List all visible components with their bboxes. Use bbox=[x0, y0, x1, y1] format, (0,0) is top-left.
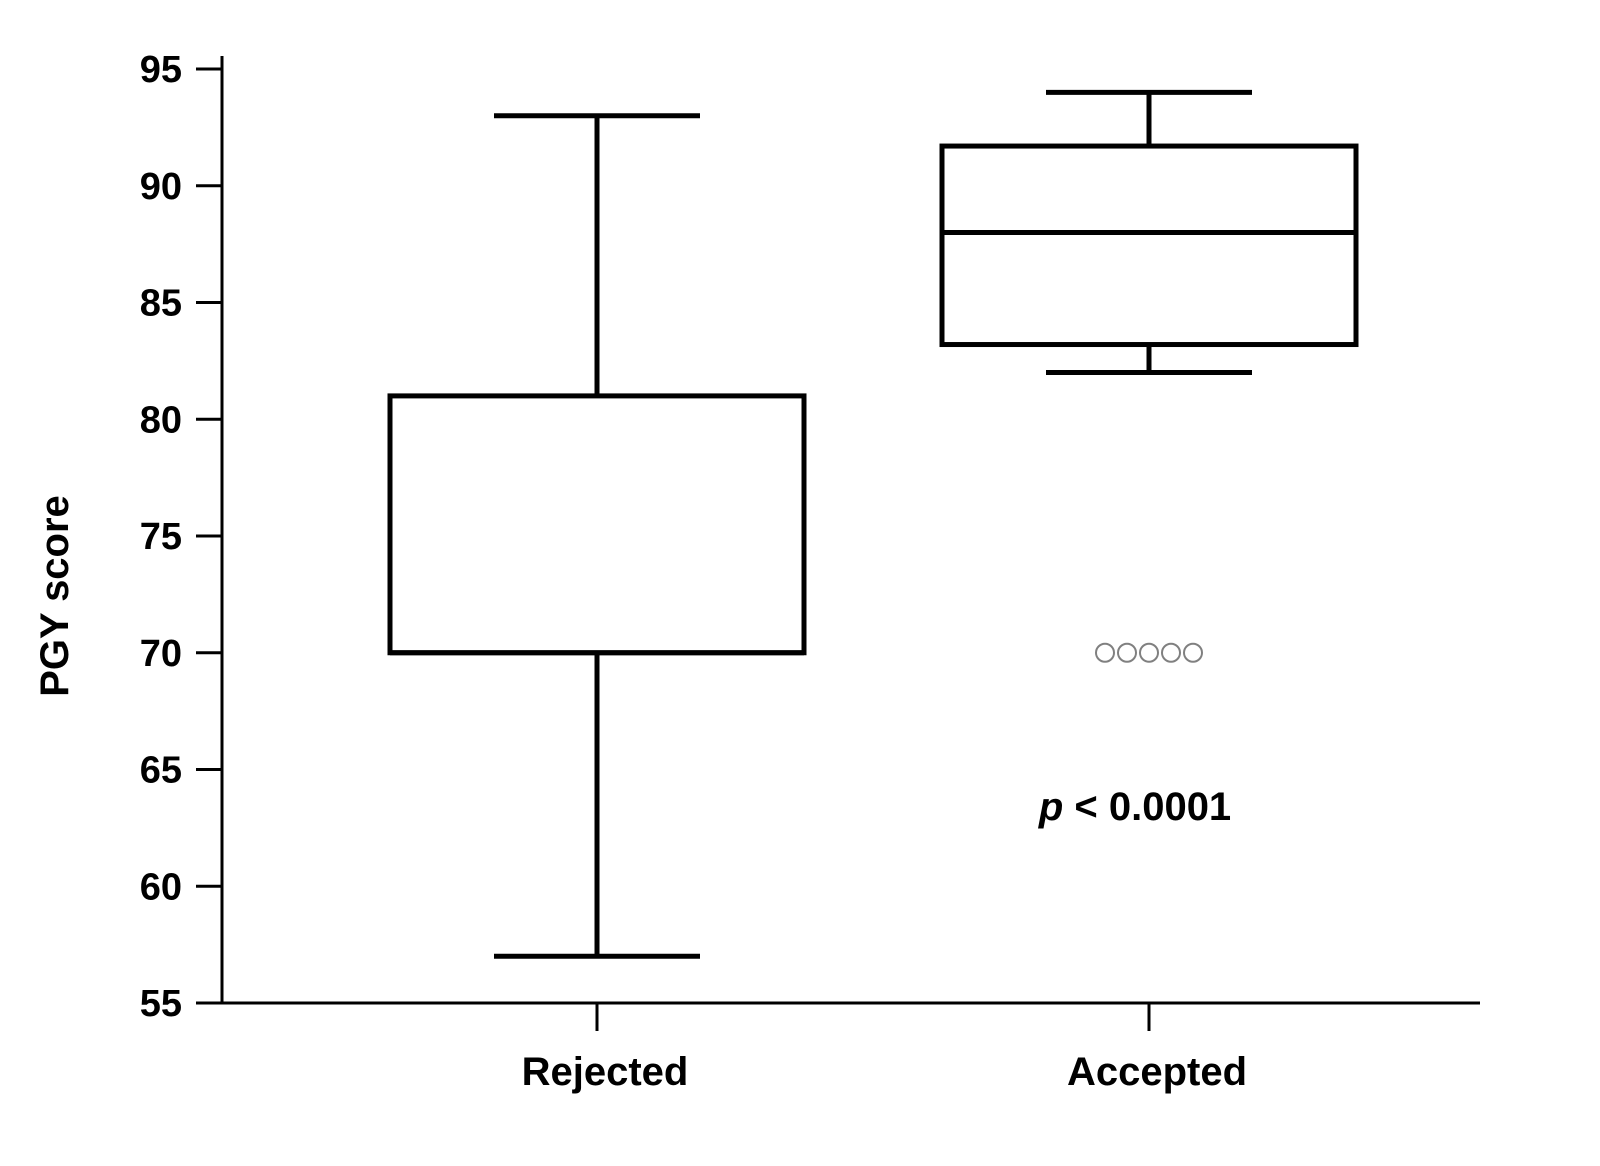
y-tick-label: 80 bbox=[140, 399, 182, 441]
y-tick-label: 75 bbox=[140, 516, 182, 558]
outlier-point bbox=[1117, 642, 1137, 663]
x-ticks: Rejected Accepted bbox=[522, 1003, 1247, 1094]
category-label-accepted: Accepted bbox=[1067, 1050, 1247, 1094]
y-tick-label: 95 bbox=[140, 49, 182, 91]
p-value-annotation: p < 0.0001 bbox=[1038, 785, 1231, 829]
p-value-symbol: p bbox=[1038, 785, 1063, 829]
y-tick-label: 90 bbox=[140, 166, 182, 208]
boxes bbox=[387, 89, 1359, 959]
outlier-point bbox=[1095, 642, 1115, 663]
category-label-rejected: Rejected bbox=[522, 1050, 689, 1094]
box-rejected bbox=[387, 113, 807, 959]
outlier-point bbox=[1161, 642, 1181, 663]
box-accepted bbox=[939, 89, 1359, 663]
interquartile-box bbox=[939, 143, 1359, 348]
y-ticks: 55 60 65 70 75 80 85 90 95 bbox=[140, 49, 222, 1025]
y-tick-label: 55 bbox=[140, 983, 182, 1025]
y-axis-title: PGY score bbox=[33, 495, 77, 697]
axes bbox=[220, 56, 1480, 1005]
y-tick-label: 85 bbox=[140, 283, 182, 325]
y-tick-label: 70 bbox=[140, 633, 182, 675]
interquartile-box bbox=[387, 393, 807, 656]
outlier-point bbox=[1183, 642, 1203, 663]
y-tick-label: 60 bbox=[140, 866, 182, 908]
outlier-point bbox=[1139, 642, 1159, 663]
y-tick-label: 65 bbox=[140, 750, 182, 792]
p-value-text: < 0.0001 bbox=[1063, 785, 1231, 829]
